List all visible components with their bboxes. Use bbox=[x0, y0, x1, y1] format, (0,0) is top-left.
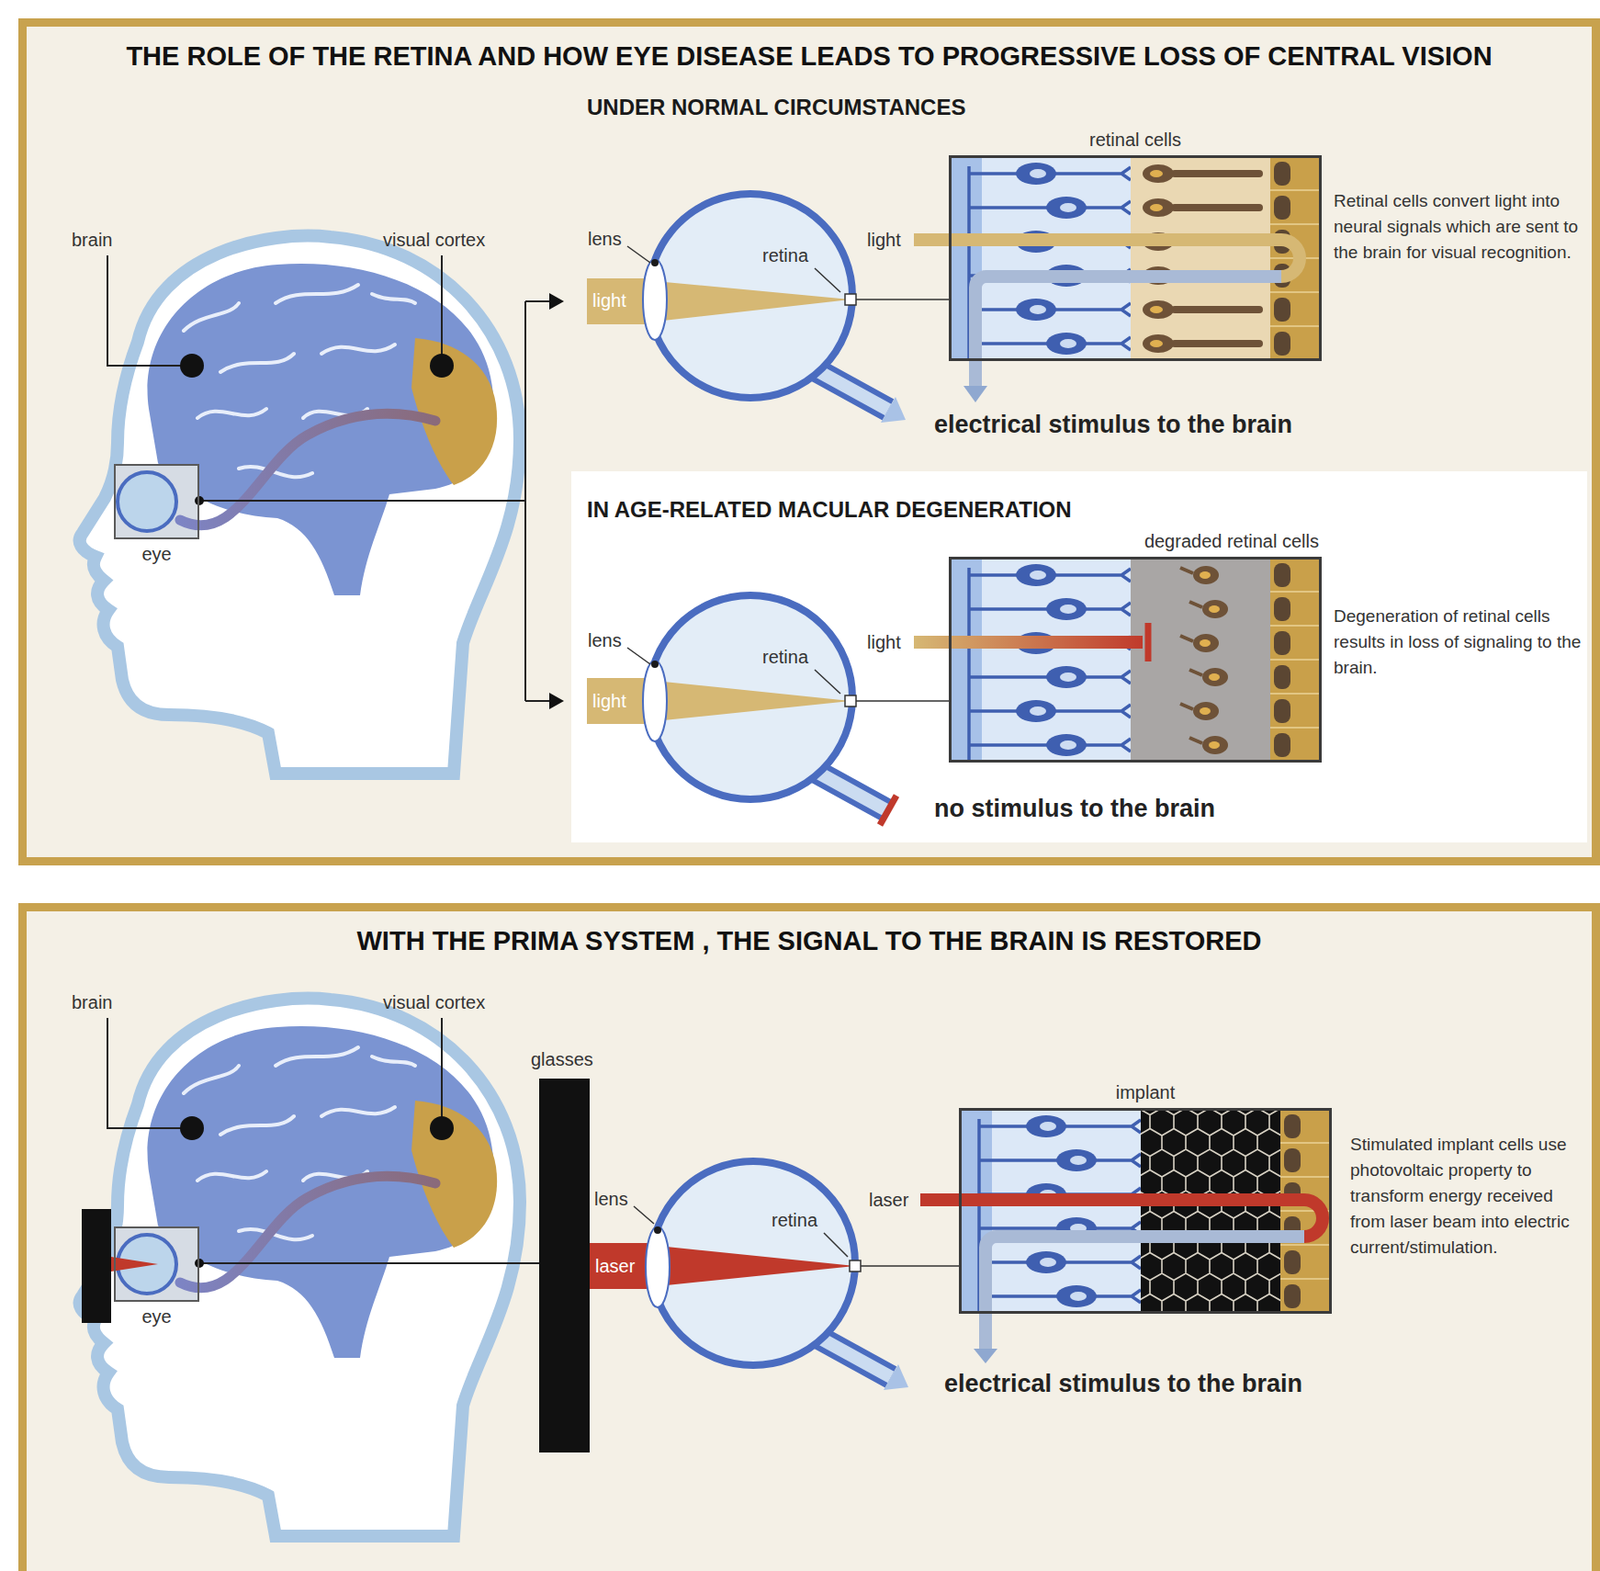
part-label: visual cortex bbox=[383, 228, 485, 251]
part-label: retina bbox=[762, 645, 809, 668]
eye-normal bbox=[586, 193, 949, 423]
panel: THE ROLE OF THE RETINA AND HOW EYE DISEA… bbox=[18, 18, 1600, 866]
section-heading: UNDER NORMAL CIRCUMSTANCES bbox=[586, 94, 966, 122]
eye-box: eye bbox=[113, 1226, 200, 1302]
eye-box: eye bbox=[113, 463, 200, 540]
signal-caption: electrical stimulus to the brain bbox=[944, 1368, 1303, 1398]
beam-label: light bbox=[592, 689, 627, 712]
head-illustration bbox=[79, 236, 520, 774]
part-label: light bbox=[867, 228, 902, 251]
part-label: glasses bbox=[530, 1047, 594, 1071]
eye-prima bbox=[81, 1078, 959, 1453]
eye-amd bbox=[586, 595, 949, 825]
part-label: brain bbox=[71, 228, 113, 251]
panel-title: WITH THE PRIMA SYSTEM , THE SIGNAL TO TH… bbox=[357, 924, 1262, 958]
part-label: implant bbox=[1115, 1081, 1175, 1104]
part-label: lens bbox=[587, 227, 622, 250]
head-illustration bbox=[79, 998, 520, 1536]
panel-grounds bbox=[18, 18, 1600, 1571]
part-label: eye bbox=[141, 542, 171, 565]
section-heading: IN AGE-RELATED MACULAR DEGENERATION bbox=[586, 496, 1072, 524]
arrowheads bbox=[194, 292, 564, 710]
implant-detail bbox=[958, 1107, 1332, 1314]
panel-title: THE ROLE OF THE RETINA AND HOW EYE DISEA… bbox=[125, 40, 1492, 73]
detail-box: implant bbox=[958, 1107, 1332, 1314]
retina-detail bbox=[948, 155, 1322, 361]
part-label: retina bbox=[762, 244, 809, 267]
section-panel: IN AGE-RELATED MACULAR DEGENERATION degra… bbox=[571, 471, 1588, 843]
callout-note: Retinal cells convert light into neural … bbox=[1333, 188, 1584, 266]
part-label: retinal cells bbox=[1089, 128, 1182, 151]
callout-note: Stimulated implant cells use photovoltai… bbox=[1350, 1131, 1585, 1261]
degraded-retina-detail bbox=[948, 556, 1322, 763]
callout-note: Degeneration of retinal cells results in… bbox=[1333, 603, 1584, 681]
part-label: eye bbox=[141, 1305, 171, 1328]
part-label: brain bbox=[71, 991, 113, 1014]
beam-label: laser bbox=[595, 1254, 635, 1277]
panel: WITH THE PRIMA SYSTEM , THE SIGNAL TO TH… bbox=[18, 902, 1600, 1571]
part-label: light bbox=[867, 630, 902, 654]
signal-heads bbox=[963, 385, 1149, 1364]
detail-box: retinal cells bbox=[948, 155, 1322, 361]
signal-caption: electrical stimulus to the brain bbox=[934, 409, 1293, 440]
part-label: laser bbox=[868, 1188, 909, 1211]
detail-box: degraded retinal cells bbox=[948, 556, 1322, 763]
eye-bracket bbox=[199, 301, 552, 701]
signal-caption: no stimulus to the brain bbox=[934, 793, 1216, 823]
part-label: lens bbox=[587, 629, 622, 652]
part-label: visual cortex bbox=[383, 991, 485, 1014]
beam-label: light bbox=[592, 289, 627, 312]
part-label: degraded retinal cells bbox=[1144, 529, 1319, 553]
signal-path bbox=[913, 239, 1323, 1349]
part-label: lens bbox=[594, 1187, 629, 1210]
part-label: retina bbox=[771, 1208, 818, 1231]
